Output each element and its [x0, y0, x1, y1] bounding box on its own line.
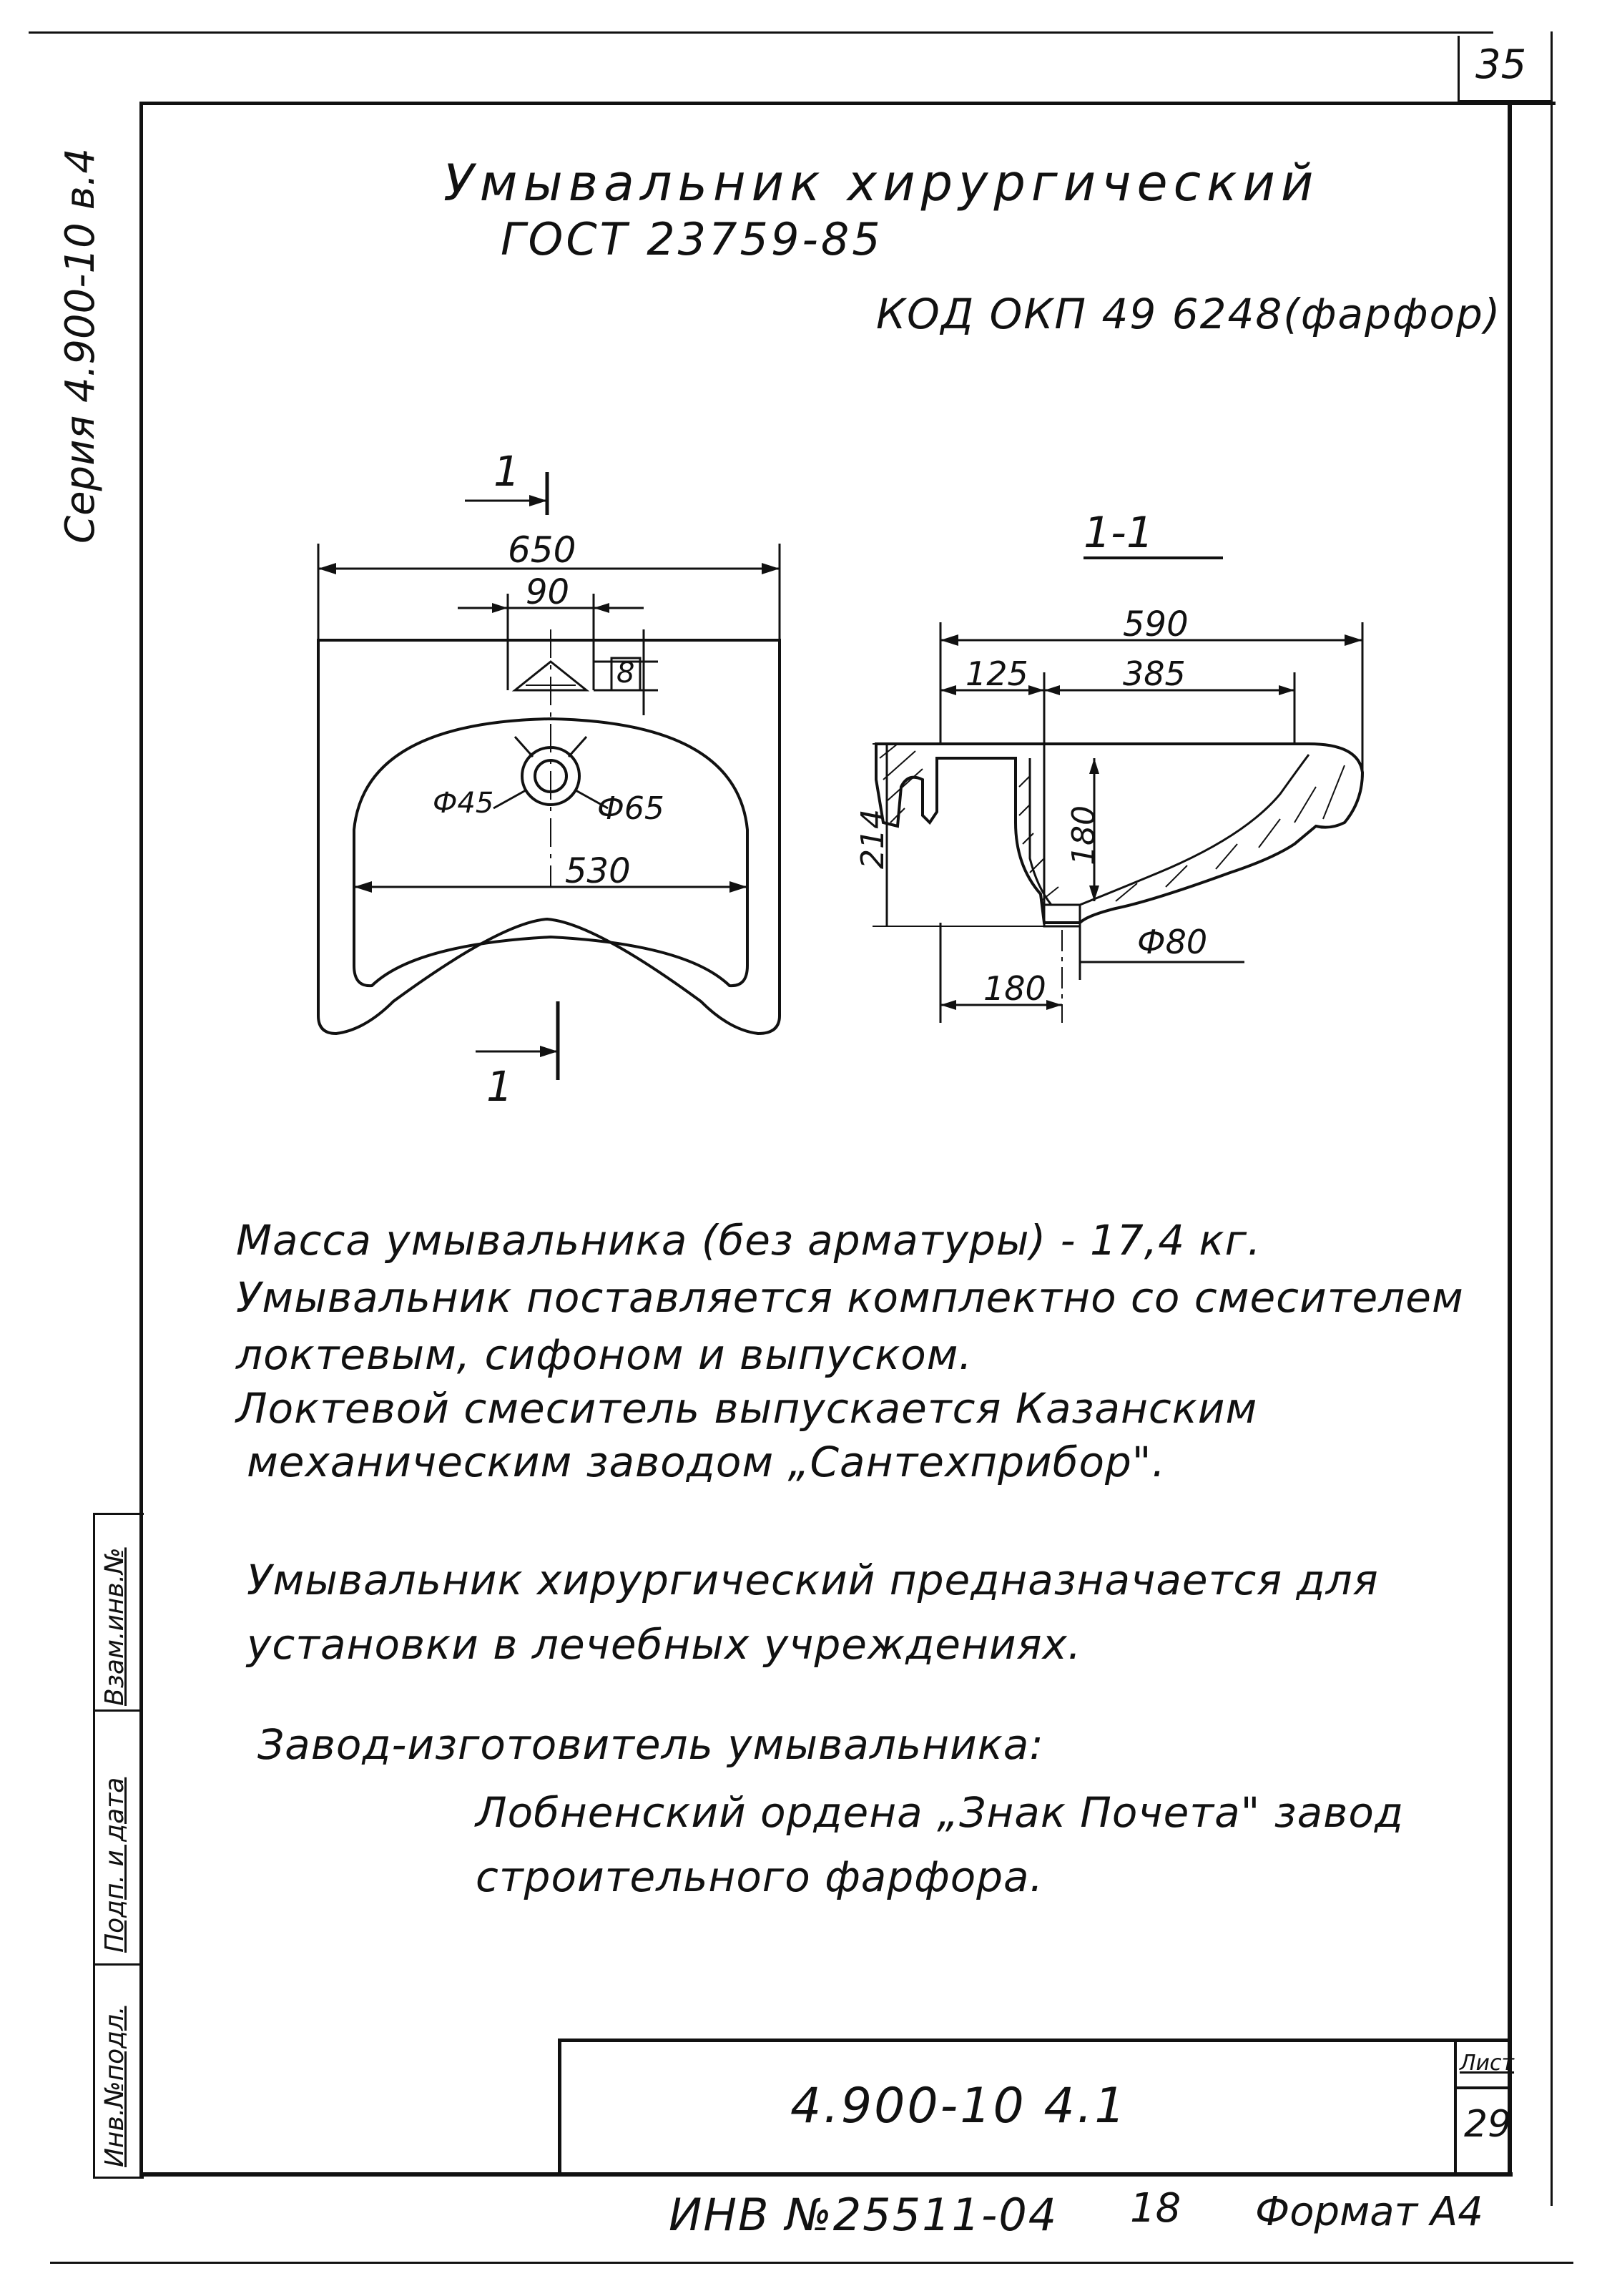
stamp-sheet-divider: [1454, 2086, 1511, 2089]
basin-plan-outline: [317, 639, 781, 1036]
basin-plan-bowl: [353, 717, 749, 988]
footer-inv-number: ИНВ №25511-04: [669, 2189, 1058, 2241]
stamp-sheet-number: 29: [1464, 2103, 1512, 2146]
note-supply-2: локтевым, сифоном и выпуском.: [236, 1330, 973, 1379]
top-sheet-number: 35: [1475, 41, 1527, 88]
dim-385: 385: [1123, 654, 1186, 693]
left-strip-divider-2: [93, 1963, 142, 1966]
dim-8: 8: [616, 657, 635, 690]
top-border: [29, 31, 1493, 34]
manufacturer-label: Завод-изготовитель умывальника:: [257, 1720, 1044, 1769]
frame-bottom: [139, 2172, 1513, 2177]
page-title: Умывальник хирургический: [443, 154, 1320, 212]
doc-code: 4.900-10 4.1: [790, 2078, 1128, 2134]
stamp-block: 4.900-10 4.1 Лист 29: [558, 2039, 1515, 2176]
dim-d65: Ф65: [597, 790, 664, 827]
manufacturer-line-1: Лобненский ордена „Знак Почета" завод: [476, 1788, 1404, 1837]
note-mixer-2: механическим заводом „Сантехприбор".: [247, 1438, 1166, 1486]
dim-530: 530: [565, 851, 631, 891]
top-sheet-number-box: 35: [1458, 36, 1553, 102]
left-strip-inv-podl: Инв.№подл.: [100, 2006, 129, 2167]
technical-drawing: [317, 472, 1365, 1080]
basin-section-inner: [1028, 754, 1310, 906]
frame-right: [1508, 102, 1512, 2176]
frame-left: [139, 102, 143, 2176]
purpose-line-1: Умывальник хирургический предназначается…: [247, 1556, 1379, 1604]
dim-650: 650: [508, 529, 576, 571]
standard-number: ГОСТ 23759-85: [501, 213, 883, 265]
section-title: 1-1: [1083, 508, 1154, 558]
dim-d45: Ф45: [433, 787, 494, 820]
basin-section-profile: [875, 742, 1365, 924]
dim-590: 590: [1123, 604, 1189, 644]
dim-214: 214: [855, 809, 891, 869]
frame-top: [139, 102, 1556, 105]
stamp-sheet-label: Лист: [1460, 2051, 1515, 2076]
section-mark-top: 1: [493, 447, 520, 496]
section-mark-bottom: 1: [486, 1062, 513, 1111]
left-strip-podp-data: Подп. и дата: [100, 1777, 129, 1953]
note-mass: Масса умывальника (без арматуры) - 17,4 …: [236, 1216, 1262, 1265]
left-strip-divider-1: [93, 1709, 142, 1712]
left-strip-vzam-inv: Взам.инв.№: [100, 1547, 129, 1706]
note-supply-1: Умывальник поставляется комплектно со см…: [236, 1273, 1464, 1322]
purpose-line-2: установки в лечебных учреждениях.: [247, 1620, 1082, 1669]
outer-right-edge: [1551, 31, 1553, 2206]
dim-d80: Ф80: [1137, 923, 1208, 961]
dim-180-horizontal: 180: [983, 969, 1046, 1008]
okp-code: КОД ОКП 49 6248(фарфор): [876, 290, 1502, 338]
note-mixer-1: Локтевой смеситель выпускается Казанским: [236, 1384, 1258, 1433]
dim-180-vertical: 180: [1066, 805, 1102, 865]
dim-90: 90: [526, 572, 570, 612]
footer-copy: 18: [1130, 2185, 1181, 2232]
left-strip: [93, 1513, 144, 2179]
dim-125: 125: [965, 654, 1028, 693]
stamp-sheet-col: [1454, 2042, 1457, 2176]
manufacturer-line-2: строительного фарфора.: [476, 1853, 1044, 1901]
footer-format: Формат А4: [1255, 2189, 1483, 2235]
bottom-long-line: [50, 2262, 1573, 2264]
